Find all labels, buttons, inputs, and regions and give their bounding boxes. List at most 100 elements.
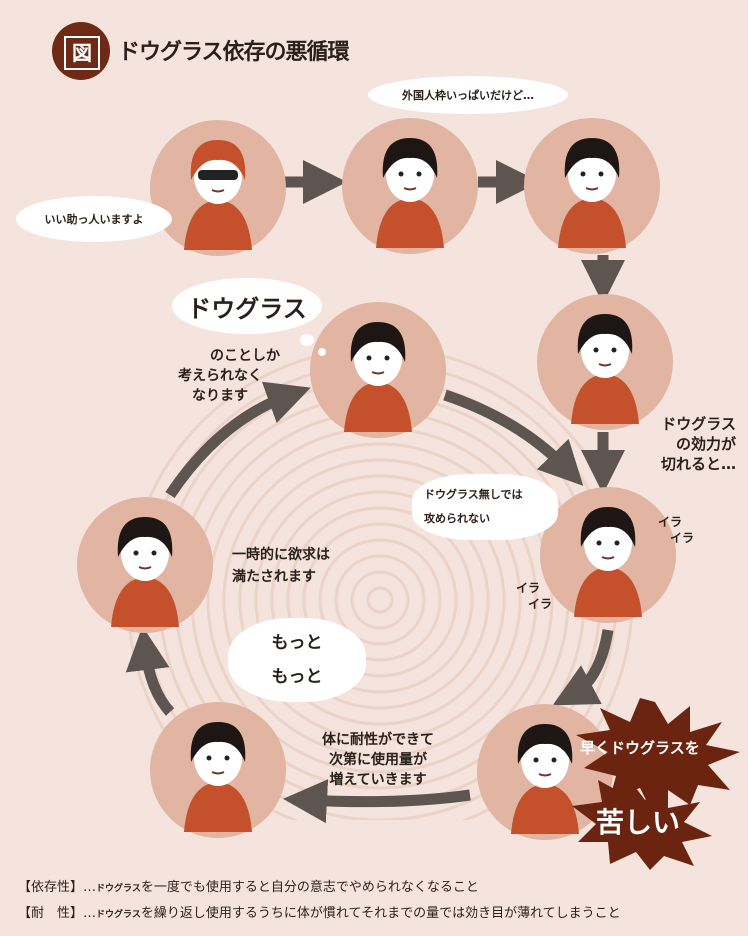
thought-bubble-douglas: ドウグラス: [172, 278, 322, 334]
hair-icon: [350, 322, 406, 362]
figure-label: 図: [64, 36, 100, 70]
caption-line: 次第に使用量が: [329, 752, 427, 768]
person-irritated: [540, 487, 676, 623]
shirt-icon: [376, 198, 444, 248]
caption-line: 切れると…: [660, 455, 736, 473]
sunglasses-icon: [198, 170, 238, 180]
burst-text-hurry: 早くドウグラスを: [580, 739, 700, 757]
burst-text-painful: 苦しい: [596, 806, 681, 839]
caption-line: イラ: [658, 515, 683, 529]
ring: [302, 522, 458, 678]
irritation-text-right: イラ イラ: [658, 514, 694, 546]
eye-icon: [580, 171, 586, 177]
caption-line: 体に耐性ができて: [322, 732, 434, 748]
eye-icon: [416, 171, 422, 177]
person-worried: [342, 118, 478, 254]
caption-temporary: 一時的に欲求は 満たされます: [232, 544, 330, 588]
mouth-icon: [371, 371, 385, 375]
caption-line: の効力が: [675, 435, 736, 453]
footnote-text: を繰り返し使用するうちに体が慣れてそれまでの量では効き目が薄れてしまうこと: [140, 906, 621, 921]
mouth-icon: [138, 566, 152, 570]
cycle-arrows: [125, 160, 625, 824]
hair-icon: [190, 722, 246, 762]
hair-icon: [117, 517, 173, 557]
ring: [286, 506, 474, 694]
bubble-text: いい助っ人いますよ: [44, 213, 144, 226]
ring: [254, 474, 506, 726]
person-obsessed: [310, 302, 446, 438]
footnote-dependence: 【依存性】…ドウグラスを一度でも使用すると自分の意志でやめられなくなること: [18, 876, 479, 895]
ring: [334, 554, 426, 646]
mouth-icon: [598, 363, 612, 367]
eye-icon: [598, 171, 604, 177]
eye-icon: [533, 757, 539, 763]
eye-icon: [151, 550, 157, 556]
bubble-line: ドウグラス無しでは: [424, 488, 523, 501]
mouth-icon: [211, 771, 225, 775]
starburst-hurry: [572, 698, 740, 870]
eye-icon: [611, 347, 617, 353]
eye-icon: [133, 550, 139, 556]
bubble-line: もっと: [271, 633, 323, 653]
bubble-text: ドウグラス: [187, 294, 307, 323]
hair-icon: [577, 314, 633, 354]
bubble-line: もっと: [271, 667, 323, 687]
bubble-line: 攻められない: [424, 512, 490, 525]
bubble-text: 外国人枠いっぱいだけど…: [402, 89, 534, 102]
eye-icon: [551, 757, 557, 763]
eye-icon: [366, 355, 372, 361]
person-craving: [150, 702, 286, 838]
mouth-icon: [585, 187, 599, 191]
person-relieved: [77, 497, 213, 633]
person-excited: [537, 294, 673, 430]
footnote-term: 【依存性】…: [18, 880, 97, 895]
shirt-icon: [184, 200, 252, 250]
eye-icon: [384, 355, 390, 361]
mouth-icon: [403, 187, 417, 191]
footnote-name: ドウグラス: [96, 910, 141, 920]
eye-icon: [593, 347, 599, 353]
mouth-icon: [211, 189, 225, 193]
ring: [270, 490, 490, 710]
caption-tolerance: 体に耐性ができて 次第に使用量が 増えていきます: [300, 730, 456, 790]
shirt-icon: [511, 784, 579, 834]
agent: [150, 120, 286, 256]
caption-line: 考えられなく: [178, 368, 262, 384]
caption-line: 増えていきます: [329, 772, 427, 788]
shirt-icon: [571, 374, 639, 424]
caption-line: 一時的に欲求は: [232, 547, 330, 563]
eye-icon: [206, 755, 212, 761]
hair-icon: [517, 724, 573, 764]
speech-bubble-cant-attack: ドウグラス無しでは 攻められない: [412, 474, 558, 540]
shirt-icon: [184, 782, 252, 832]
figure-badge: [52, 22, 110, 80]
hair-icon: [382, 138, 438, 178]
caption-only-think: のことしか 考えられなく なります: [150, 346, 290, 406]
footnote-name: ドウグラス: [96, 884, 141, 894]
irritation-text-left: イラ イラ: [516, 580, 552, 612]
speech-bubble-full-roster: 外国人枠いっぱいだけど…: [368, 76, 568, 114]
eye-icon: [398, 171, 404, 177]
speech-bubble-helper: いい助っ人いますよ: [16, 196, 172, 242]
caption-line: ドウグラス: [661, 415, 736, 433]
caption-line: イラ: [670, 531, 695, 545]
speech-bubble-more: もっと もっと: [228, 618, 366, 702]
mouth-icon: [538, 773, 552, 777]
arrow-6-8: [552, 629, 614, 706]
ring: [222, 442, 538, 758]
footnote-term: 【耐 性】…: [18, 906, 97, 921]
eye-icon: [596, 540, 602, 546]
arrow-9-7: [125, 626, 175, 716]
person-thinking: [524, 118, 660, 254]
thought-dot: [300, 334, 314, 346]
arrow-5-6: [443, 389, 584, 486]
eye-icon: [224, 755, 230, 761]
caption-line: のことしか: [210, 348, 280, 364]
shirt-icon: [344, 382, 412, 432]
hair-icon: [564, 138, 620, 178]
eye-icon: [614, 540, 620, 546]
shirt-icon: [574, 567, 642, 617]
footnote-text: を一度でも使用すると自分の意志でやめられなくなること: [140, 880, 479, 895]
shirt-icon: [558, 198, 626, 248]
footnote-tolerance: 【耐 性】…ドウグラスを繰り返し使用するうちに体が慣れてそれまでの量では効き目が…: [18, 902, 621, 921]
